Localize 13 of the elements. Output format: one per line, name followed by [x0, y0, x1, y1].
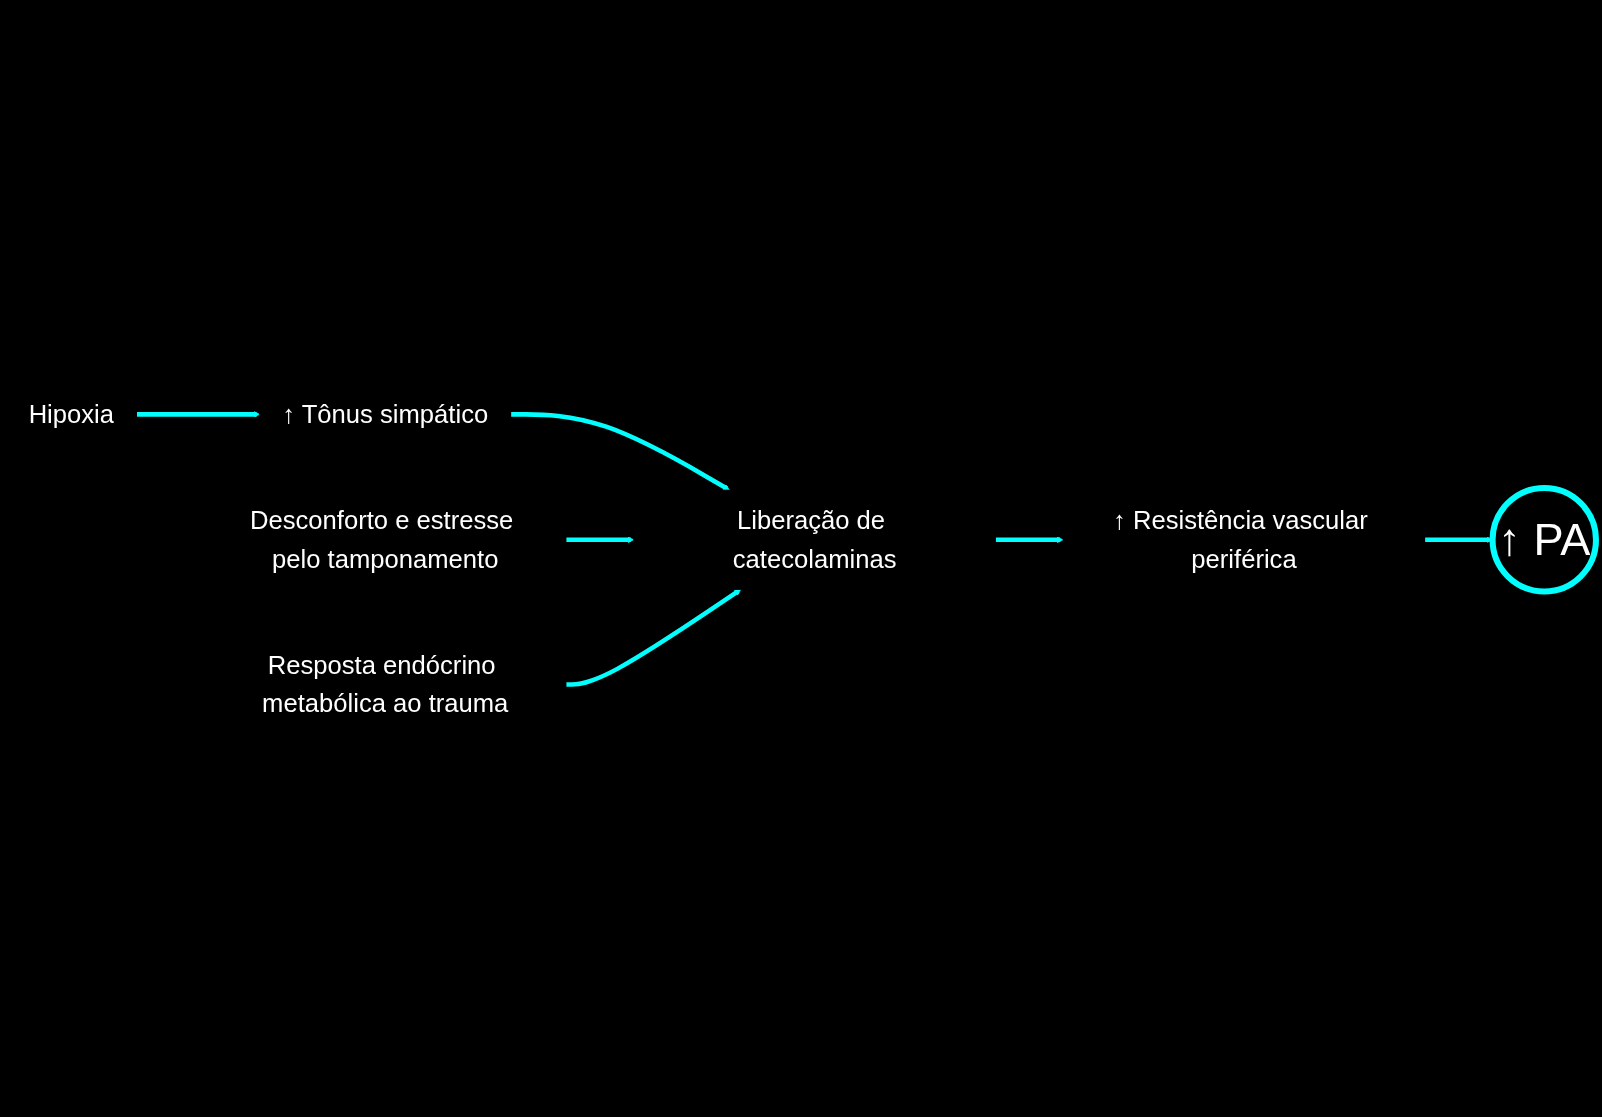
arrow: [566, 588, 742, 687]
arrow: [136, 410, 260, 418]
arrow: [1424, 536, 1493, 543]
arrow: [566, 536, 635, 543]
node-text: Desconforto e estresse pelo tamponamento: [249, 505, 514, 573]
node-text: ↑ Tônus simpático: [282, 399, 489, 428]
arrow: [995, 536, 1064, 543]
arrow: [510, 411, 730, 490]
node-text: Resposta endócrino metabólica ao trauma: [262, 650, 509, 718]
node-text: Liberação de catecolaminas: [732, 505, 897, 573]
node-circle: ↑ PA: [1489, 484, 1599, 594]
node-text: ↑ Resistência vascular periférica: [1113, 505, 1368, 573]
node-text: Hipoxia: [28, 399, 115, 428]
